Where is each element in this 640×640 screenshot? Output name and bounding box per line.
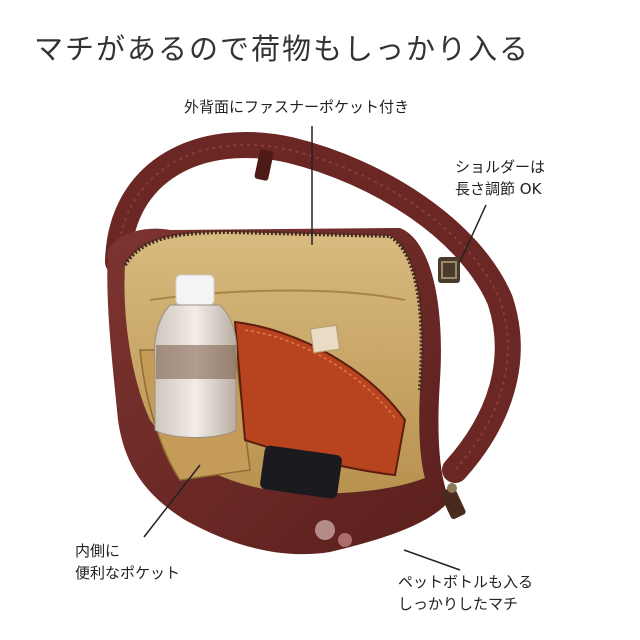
callout-line-shoulder — [459, 204, 487, 263]
callout-shoulder-line2: 長さ調節 OK — [455, 180, 542, 198]
callout-inner-pocket-line2: 便利なポケット — [75, 564, 181, 582]
callout-line-gusset — [403, 549, 461, 571]
callout-shoulder: ショルダーは 長さ調節 OK — [455, 156, 545, 200]
callout-inner-pocket-line1: 内側に — [75, 542, 121, 560]
headline: マチがあるので荷物もしっかり入る — [34, 32, 531, 66]
smartphone — [260, 445, 342, 499]
strap-buckle — [438, 257, 460, 283]
callout-gusset-line2: しっかりしたマチ — [398, 595, 519, 613]
callout-line-inner-pocket — [143, 464, 201, 538]
callout-back-pocket: 外背面にファスナーポケット付き — [184, 98, 410, 116]
callout-gusset-line1: ペットボトルも入る — [398, 573, 534, 591]
brand-tag — [309, 324, 341, 354]
zipper-pull — [440, 487, 466, 519]
callout-gusset: ペットボトルも入る しっかりしたマチ — [398, 571, 533, 615]
bottle-cap — [175, 274, 215, 306]
callout-shoulder-line1: ショルダーは — [455, 158, 546, 176]
callout-inner-pocket: 内側に 便利なポケット — [75, 540, 180, 584]
